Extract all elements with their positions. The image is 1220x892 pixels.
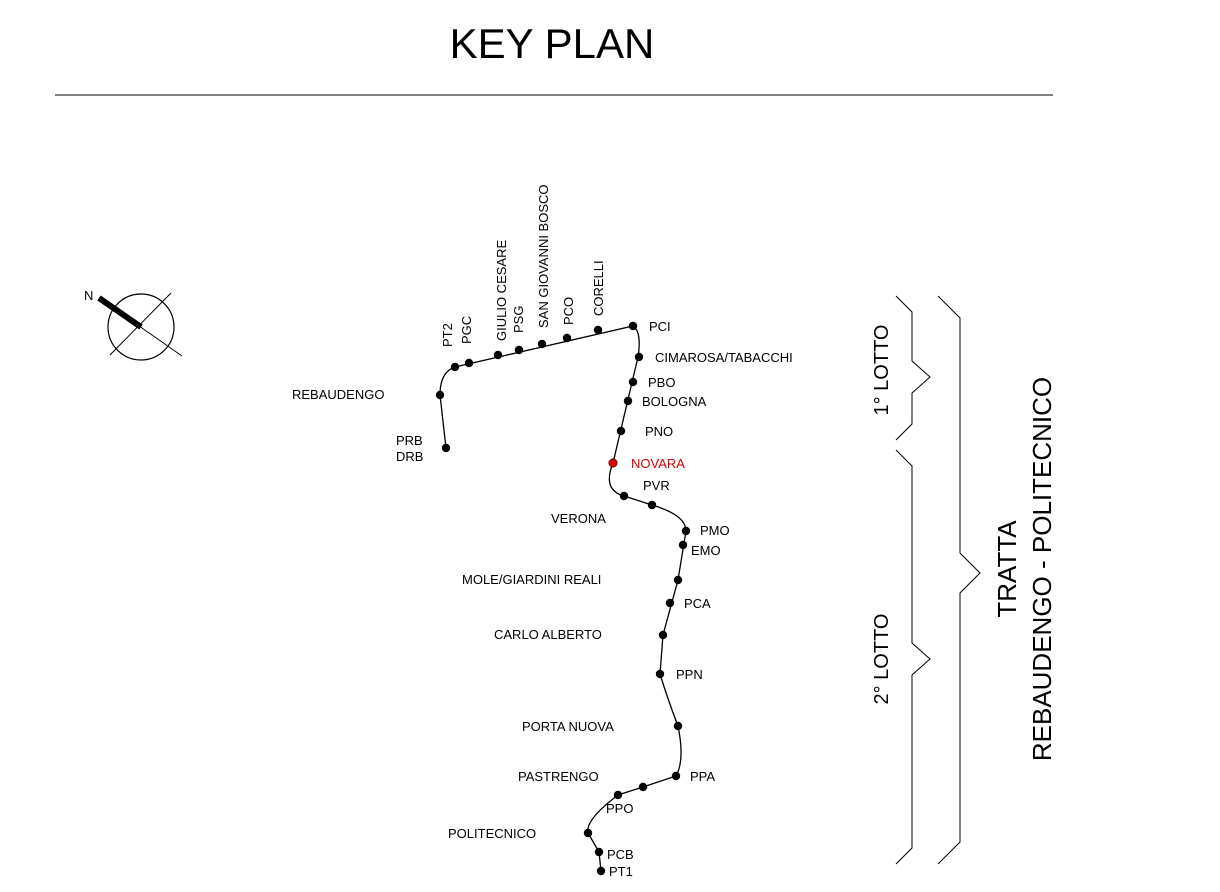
north-arrow: N (84, 288, 183, 361)
station-label-san-giovanni-bosco: SAN GIOVANNI BOSCO (536, 184, 551, 328)
station-pastrengo[interactable] (638, 782, 648, 792)
station-psg[interactable] (514, 345, 524, 355)
station-corelli[interactable] (593, 325, 603, 335)
station-label-pco: PCO (561, 297, 576, 325)
lotto1-brace (895, 295, 931, 441)
station-label-ppo: PPO (606, 801, 633, 816)
station-label-bologna: BOLOGNA (642, 394, 707, 409)
station-label-pci: PCI (649, 319, 671, 334)
station-label-pcb: PCB (607, 847, 634, 862)
station-label-pastrengo: PASTRENGO (518, 769, 599, 784)
station-pmo[interactable] (681, 526, 691, 536)
tratta-label: TRATTA (992, 520, 1022, 618)
station-label-politecnico: POLITECNICO (448, 826, 536, 841)
station-ppn[interactable] (655, 669, 665, 679)
station-mole-giardini-reali[interactable] (673, 575, 683, 585)
north-arrow-circle (107, 293, 175, 361)
station-label-pno: PNO (645, 424, 673, 439)
station-pno[interactable] (616, 426, 626, 436)
station-label-ppn: PPN (676, 667, 703, 682)
station-label-giulio-cesare: GIULIO CESARE (494, 240, 509, 341)
station-label-carlo-alberto: CARLO ALBERTO (494, 627, 602, 642)
station-label-mole-giardini-reali: MOLE/GIARDINI REALI (462, 572, 601, 587)
lotto2-label: 2° LOTTO (871, 614, 893, 705)
station-pt2[interactable] (450, 362, 460, 372)
station-pvr[interactable] (619, 491, 629, 501)
station-label-corelli: CORELLI (591, 260, 606, 316)
station-porta-nuova[interactable] (673, 721, 683, 731)
station-pbo[interactable] (628, 377, 638, 387)
station-label-rebaudengo: REBAUDENGO (292, 387, 384, 402)
station-carlo-alberto[interactable] (658, 630, 668, 640)
station-label-porta-nuova: PORTA NUOVA (522, 719, 614, 734)
station-label-verona: VERONA (551, 511, 606, 526)
station-rebaudengo[interactable] (435, 390, 445, 400)
station-novara[interactable] (608, 458, 618, 468)
station-pci[interactable] (628, 321, 638, 331)
station-label-ppa: PPA (690, 769, 715, 784)
page-title: KEY PLAN (450, 20, 655, 67)
station-bologna[interactable] (623, 396, 633, 406)
stations-layer: PRB DRB REBAUDENGO PT2 PGC GIULIO CESARE… (292, 184, 793, 879)
station-pgc[interactable] (464, 358, 474, 368)
station-prb-drb[interactable] (441, 443, 451, 453)
station-label-pbo: PBO (648, 375, 675, 390)
station-label-emo: EMO (691, 543, 721, 558)
station-label-pmo: PMO (700, 523, 730, 538)
station-politecnico[interactable] (583, 828, 593, 838)
station-label-pgc: PGC (459, 316, 474, 344)
north-label: N (84, 288, 93, 303)
lotto1-label: 1° LOTTO (871, 325, 893, 416)
station-pcb[interactable] (594, 847, 604, 857)
station-pco[interactable] (562, 333, 572, 343)
station-label-pt2: PT2 (440, 323, 455, 347)
station-label-prb: PRB (396, 433, 423, 448)
station-label-pvr: PVR (643, 478, 670, 493)
station-label-novara: NOVARA (631, 456, 685, 471)
station-san-giovanni-bosco[interactable] (537, 339, 547, 349)
station-ppo[interactable] (613, 790, 623, 800)
station-label-drb: DRB (396, 449, 423, 464)
station-label-pca: PCA (684, 596, 711, 611)
tratta-brace (937, 295, 981, 865)
station-label-pt1: PT1 (609, 864, 633, 879)
station-label-cimarosa-tabacchi: CIMAROSA/TABACCHI (655, 350, 793, 365)
lotto-braces: 1° LOTTO 2° LOTTO TRATTA REBAUDENGO - PO… (871, 295, 1057, 865)
tratta-route-label: REBAUDENGO - POLITECNICO (1027, 377, 1057, 761)
station-label-psg: PSG (511, 306, 526, 333)
station-pt1[interactable] (596, 866, 606, 876)
north-arrow-needle-head (97, 295, 143, 330)
station-pca[interactable] (665, 598, 675, 608)
lotto2-brace (895, 449, 931, 865)
station-giulio-cesare[interactable] (493, 350, 503, 360)
station-emo[interactable] (678, 540, 688, 550)
station-verona[interactable] (647, 500, 657, 510)
station-ppa[interactable] (671, 771, 681, 781)
station-cimarosa-tabacchi[interactable] (634, 352, 644, 362)
